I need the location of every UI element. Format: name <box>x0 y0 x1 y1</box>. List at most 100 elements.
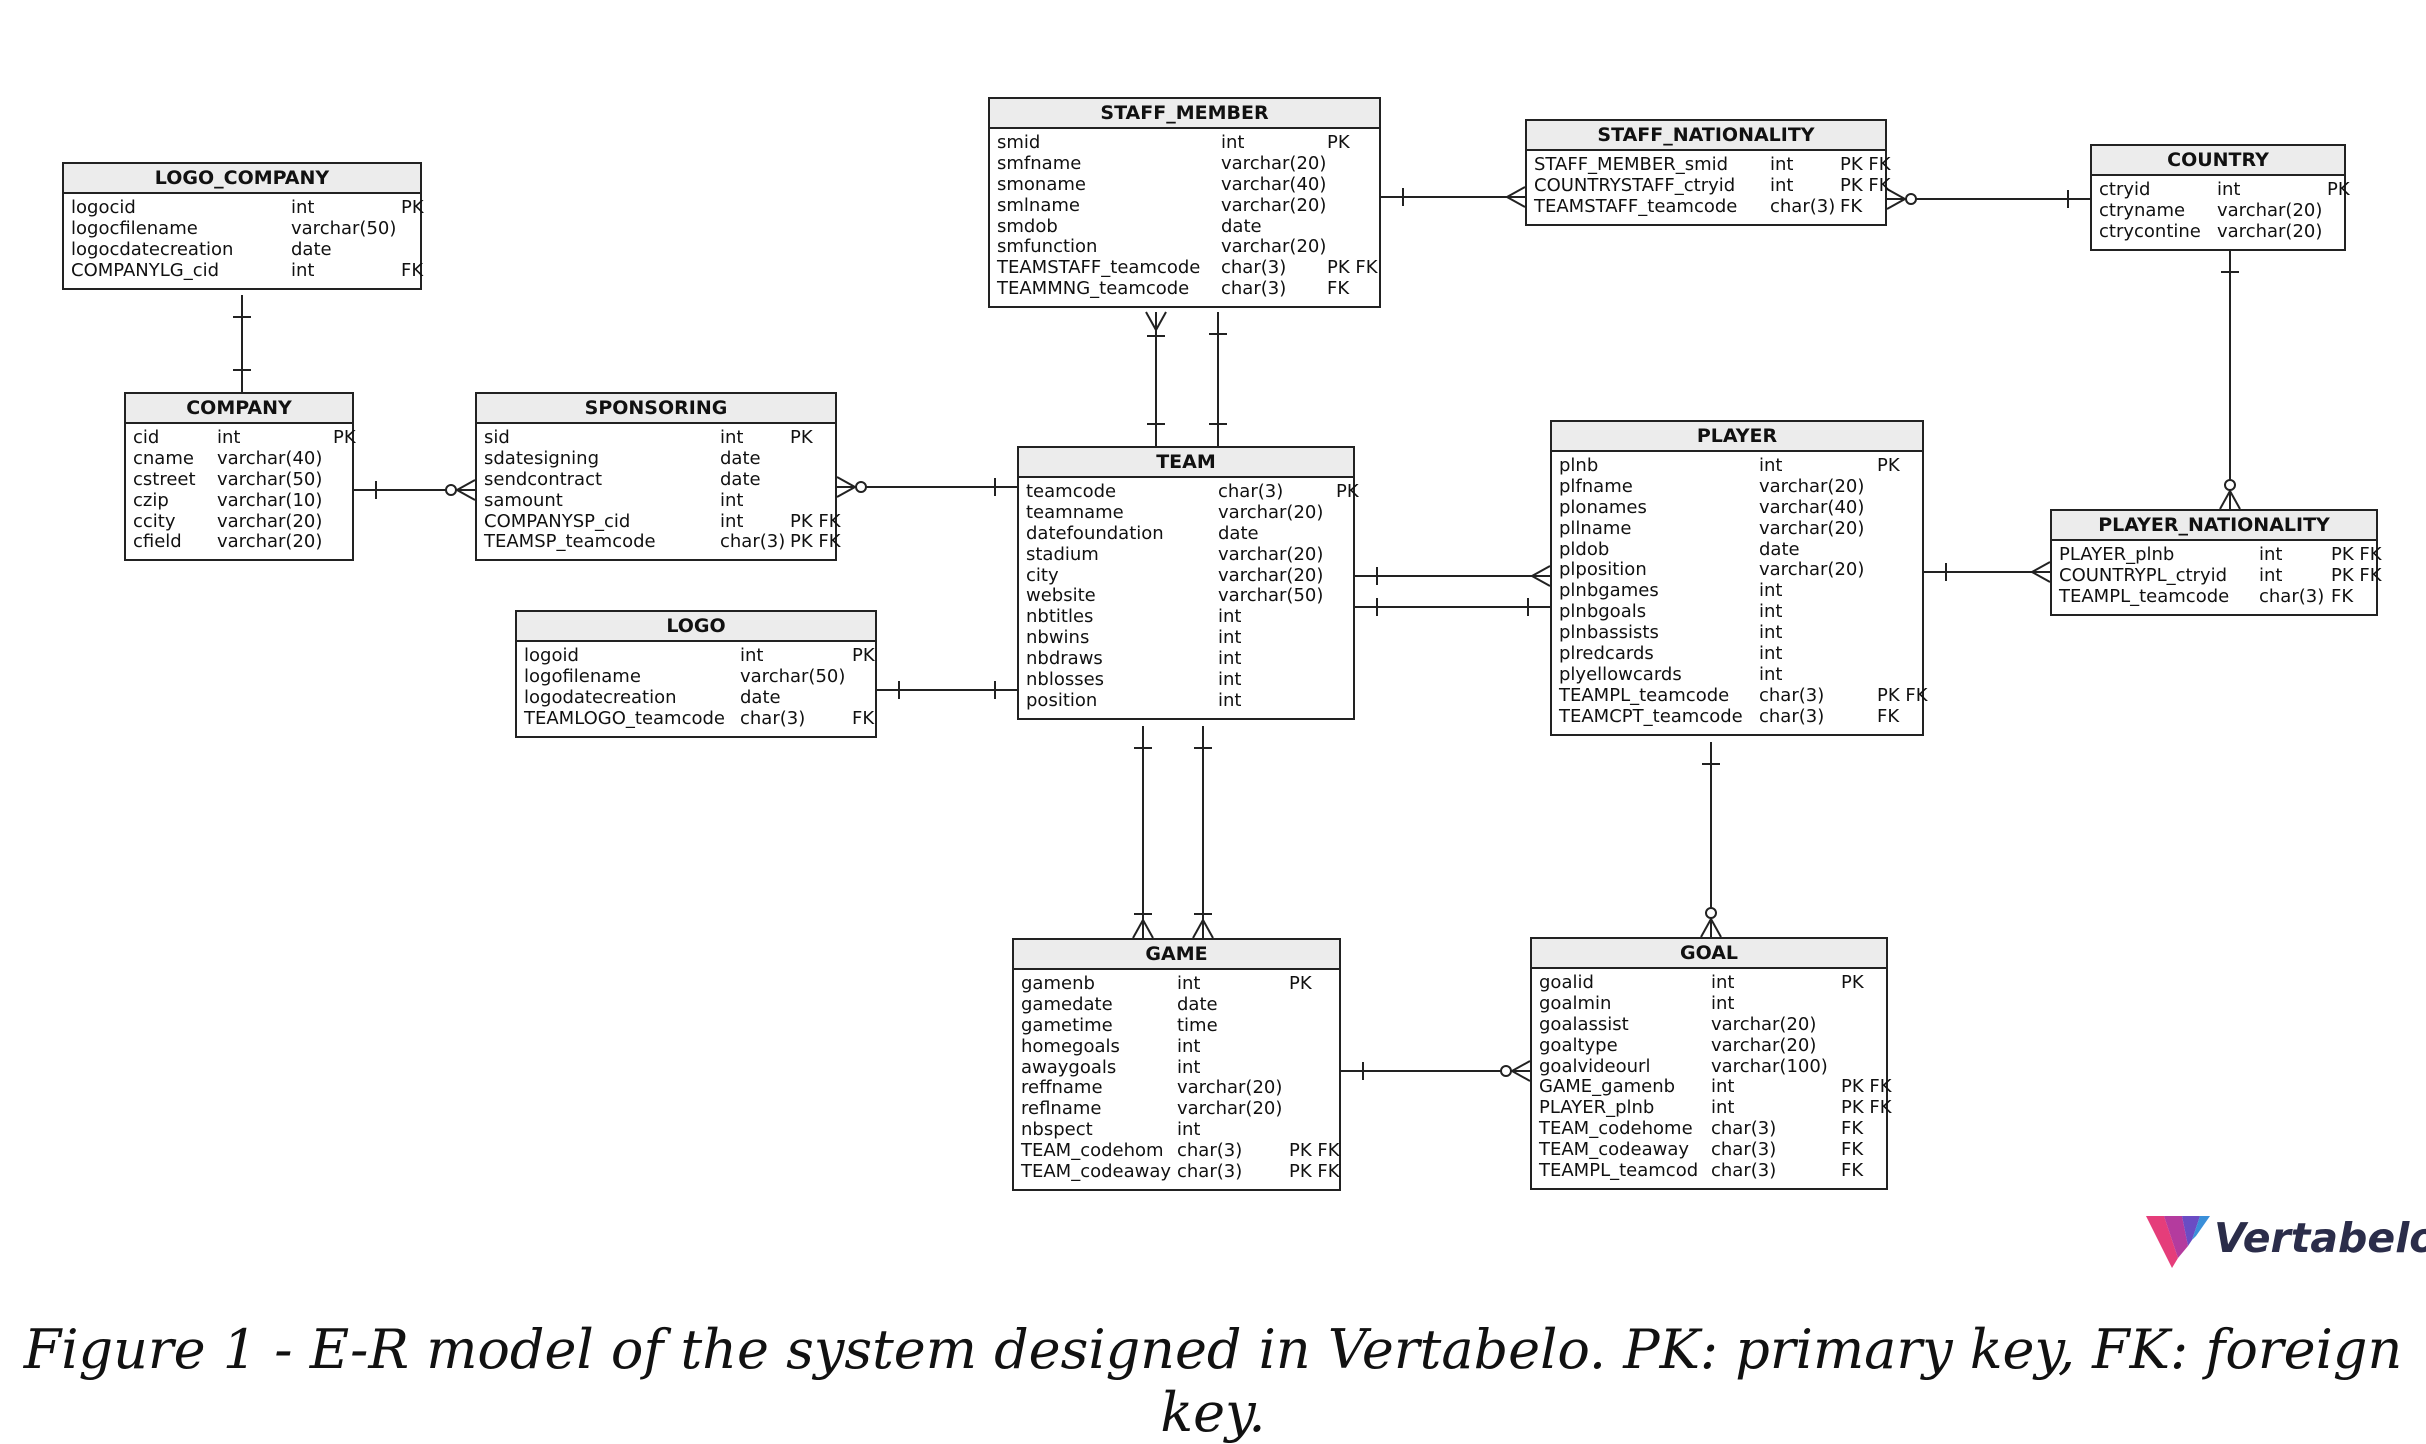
column-type: char(3) <box>1218 481 1284 502</box>
column-row: website varchar(50) <box>1026 586 1347 607</box>
column-name: teamcode <box>1026 481 1117 502</box>
column-type: int <box>720 427 744 448</box>
column-name: smdob <box>997 215 1058 237</box>
column-type: char(3) <box>740 707 806 729</box>
column-type: varchar(20) <box>1711 1034 1817 1056</box>
column-name: nbspect <box>1021 1119 1093 1141</box>
many-marker <box>2219 490 2231 510</box>
column-row: plposition varchar(20) <box>1559 560 1916 581</box>
column-name: logoid <box>524 645 579 666</box>
column-name: TEAMSTAFF_teamcode <box>1534 195 1738 217</box>
column-name: TEAM_codeaway <box>1021 1161 1172 1183</box>
many-marker <box>2031 561 2051 573</box>
column-name: TEAMMNG_teamcode <box>997 278 1190 300</box>
column-type: int <box>1177 1119 1201 1141</box>
column-type: varchar(50) <box>291 217 397 239</box>
column-name: nbtitles <box>1026 606 1094 628</box>
column-key: PK <box>2327 179 2350 200</box>
column-type: date <box>740 686 781 708</box>
column-row: nbspect int <box>1021 1119 1333 1141</box>
column-type: varchar(20) <box>217 531 323 553</box>
column-type: varchar(50) <box>1218 585 1324 607</box>
column-type: int <box>2259 544 2283 565</box>
column-name: cname <box>133 447 194 469</box>
column-name: COMPANYSP_cid <box>484 510 631 532</box>
column-key: PK FK <box>1327 257 1378 279</box>
column-type: varchar(20) <box>1177 1098 1283 1120</box>
column-type: int <box>1218 648 1242 670</box>
column-type: int <box>1759 663 1783 685</box>
column-type: int <box>1177 1056 1201 1078</box>
column-type: varchar(20) <box>1759 559 1865 581</box>
optional-marker <box>855 481 867 493</box>
column-name: czip <box>133 489 169 511</box>
column-name: ctrycontine <box>2099 220 2201 242</box>
column-key: FK <box>1327 278 1350 300</box>
column-name: goalid <box>1539 972 1594 993</box>
column-name: ctryname <box>2099 199 2186 221</box>
column-name: smid <box>997 132 1041 153</box>
column-name: nbdraws <box>1026 648 1103 670</box>
many-marker <box>1155 311 1167 331</box>
table-title: PLAYER <box>1552 422 1922 452</box>
column-name: smfunction <box>997 236 1098 258</box>
column-type: int <box>1218 606 1242 628</box>
column-name: gamedate <box>1021 993 1113 1015</box>
column-name: cid <box>133 427 160 448</box>
column-type: int <box>1177 1035 1201 1057</box>
column-name: logocid <box>71 197 136 218</box>
column-type: varchar(40) <box>1759 496 1865 518</box>
column-name: TEAMLOGO_teamcode <box>524 707 725 729</box>
column-type: varchar(20) <box>1177 1077 1283 1099</box>
column-key: FK <box>1841 1118 1864 1140</box>
column-type: char(3) <box>1759 705 1825 727</box>
table-title: SPONSORING <box>477 394 835 424</box>
column-name: teamname <box>1026 501 1124 523</box>
column-name: COUNTRYPL_ctryid <box>2059 564 2228 586</box>
optional-marker <box>445 484 457 496</box>
column-name: TEAMPL_teamcode <box>1559 684 1730 706</box>
column-name: stadium <box>1026 543 1099 565</box>
many-marker <box>1506 196 1526 208</box>
column-name: plfname <box>1559 475 1633 497</box>
column-key: FK <box>1877 705 1900 727</box>
column-key: PK FK <box>1289 1161 1340 1183</box>
column-key: PK FK <box>1840 154 1891 175</box>
column-name: sdatesigning <box>484 447 600 469</box>
column-key: PK FK <box>2331 544 2382 565</box>
optional-marker <box>2224 479 2236 491</box>
many-marker <box>1145 311 1157 331</box>
column-type: varchar(20) <box>1218 543 1324 565</box>
column-type: char(3) <box>1711 1139 1777 1161</box>
column-name: smlname <box>997 194 1080 216</box>
column-type: int <box>217 427 241 448</box>
column-name: website <box>1026 585 1096 607</box>
column-name: plredcards <box>1559 643 1654 665</box>
column-name: plposition <box>1559 559 1647 581</box>
column-name: TEAMPL_teamcod <box>1539 1160 1699 1182</box>
